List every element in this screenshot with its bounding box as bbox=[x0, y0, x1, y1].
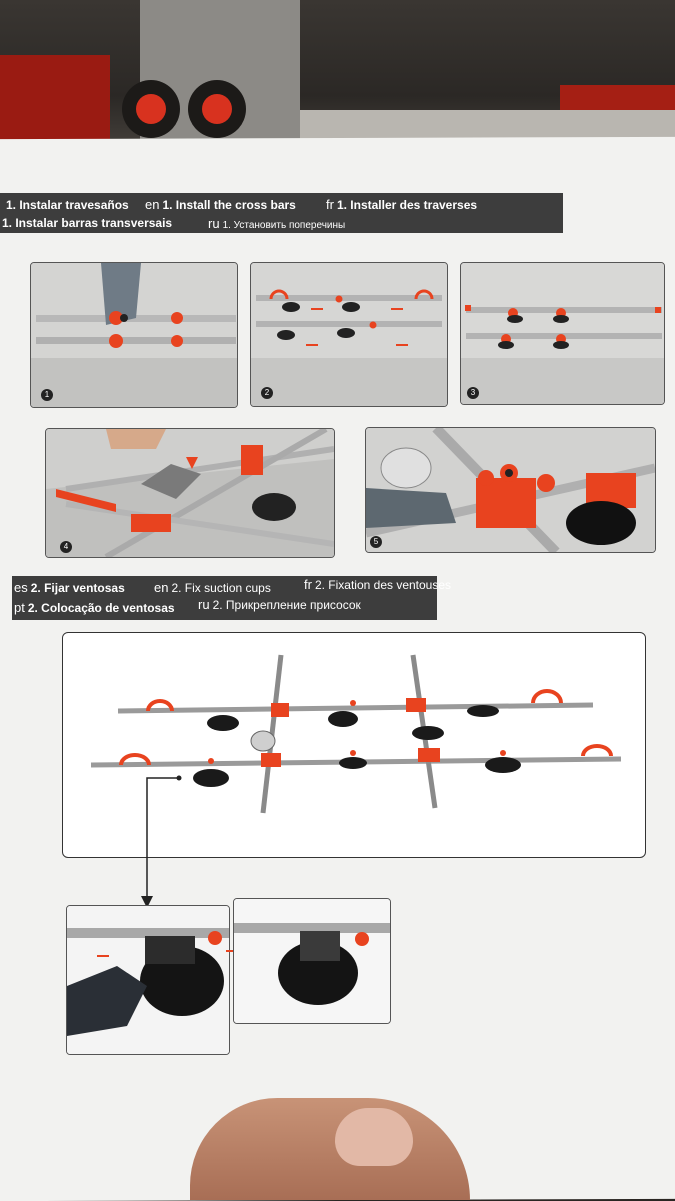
detail-arrow bbox=[141, 775, 182, 908]
section-1-es: 1. Instalar travesaños bbox=[6, 198, 129, 212]
step-panel-4: 4 bbox=[45, 428, 335, 558]
step-panel-5: 5 bbox=[365, 427, 656, 553]
thumbnail bbox=[335, 1108, 413, 1166]
suction-frame-diagram bbox=[62, 632, 646, 858]
step-number: 2 bbox=[261, 387, 273, 399]
thumb bbox=[190, 1098, 470, 1200]
step-number: 4 bbox=[60, 541, 72, 553]
step-panel-3: 3 bbox=[460, 262, 665, 405]
detail-panel-cup bbox=[233, 898, 391, 1024]
step-number: 5 bbox=[370, 536, 382, 548]
background-wheel bbox=[188, 80, 246, 138]
background-wheel bbox=[122, 80, 180, 138]
step-panel-1: 1 bbox=[30, 262, 238, 408]
detail-panel-lever bbox=[66, 905, 230, 1055]
step-panel-2: 2 bbox=[250, 262, 448, 407]
background-red-cabinet bbox=[0, 55, 110, 150]
section-1-pt: 1. Instalar barras transversais bbox=[2, 216, 173, 230]
step-number: 3 bbox=[467, 387, 479, 399]
step-number: 1 bbox=[41, 389, 53, 401]
background-shelf bbox=[300, 110, 675, 140]
